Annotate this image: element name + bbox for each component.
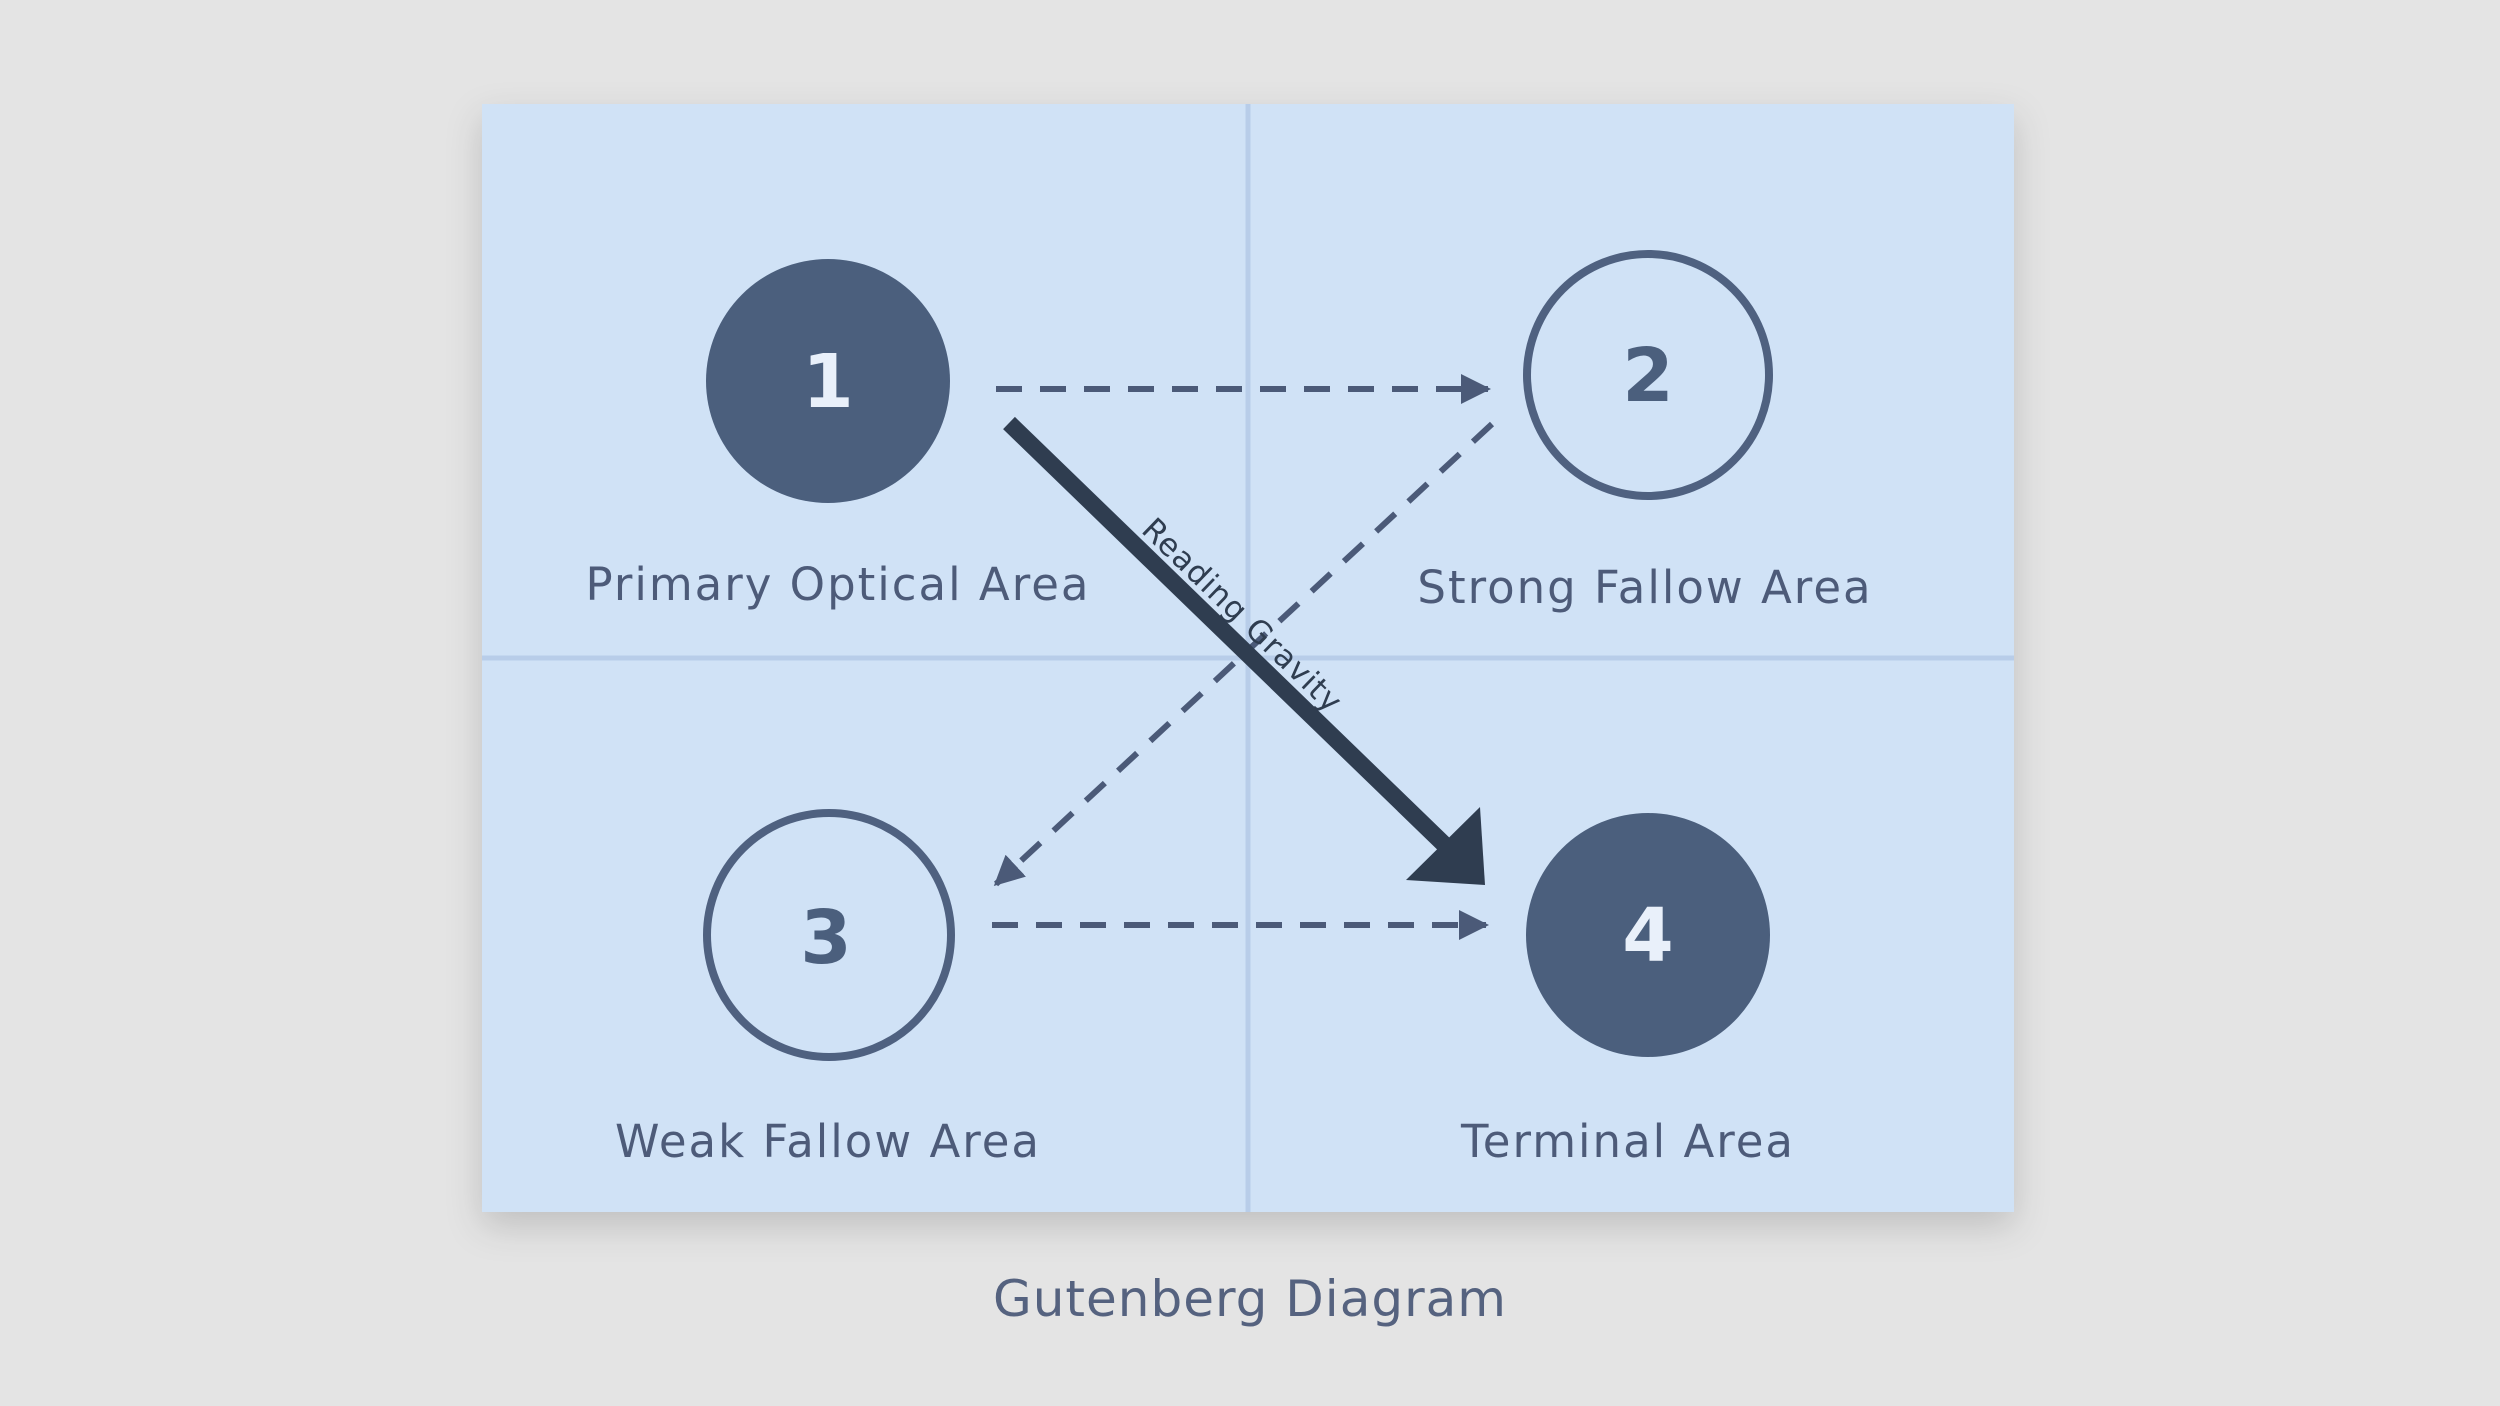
area-2-circle [1523,250,1773,500]
area-1-label: Primary Optical Area [585,558,1090,611]
area-1-number: 1 [802,339,854,425]
dashed-arrow-2-to-3 [993,421,1495,887]
area-terminal: 4 Terminal Area [1460,813,1795,1168]
diagram-caption: Gutenberg Diagram [993,1270,1507,1328]
area-strong-fallow: 2 Strong Fallow Area [1417,250,1872,614]
reading-gravity-arrowhead-icon [1406,807,1485,885]
area-1-circle [706,259,950,503]
area-4-label: Terminal Area [1460,1115,1795,1168]
area-4-circle [1526,813,1770,1057]
area-3-circle [703,809,955,1061]
reading-gravity-arrow [1003,416,1485,885]
area-primary-optical: 1 Primary Optical Area [585,259,1090,611]
area-weak-fallow: 3 Weak Fallow Area [615,809,1041,1168]
area-3-label: Weak Fallow Area [615,1115,1041,1168]
area-2-label: Strong Fallow Area [1417,561,1872,614]
area-2-number: 2 [1622,333,1674,419]
area-4-number: 4 [1622,893,1674,979]
area-3-number: 3 [800,895,852,981]
